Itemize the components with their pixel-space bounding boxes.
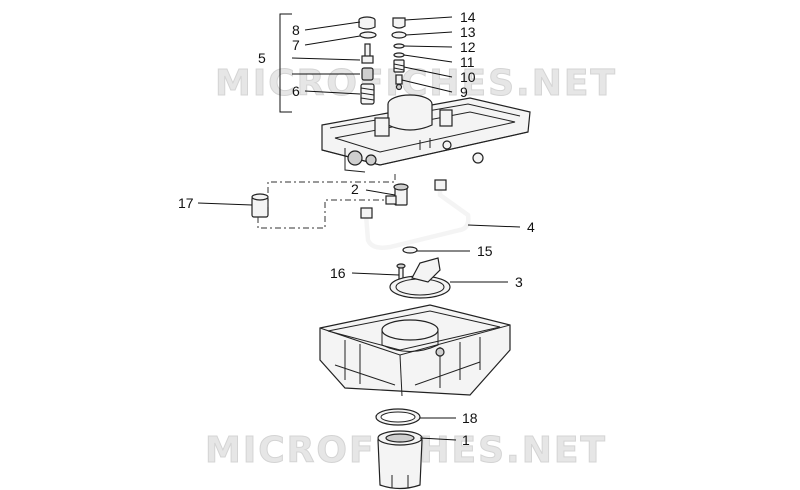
callout-14: 14 xyxy=(460,9,476,25)
callout-11: 11 xyxy=(460,54,475,70)
callout-4: 4 xyxy=(527,219,535,235)
callout-7: 7 xyxy=(292,37,300,53)
callout-10: 10 xyxy=(460,69,476,85)
callout-1: 1 xyxy=(462,432,470,448)
group-5-bracket xyxy=(279,13,292,113)
oil-sump xyxy=(319,304,511,397)
callout-labels: 8 7 5 6 14 13 12 11 10 9 17 2 4 15 16 3 … xyxy=(178,9,535,448)
part-14-plug xyxy=(392,17,406,29)
callout-8: 8 xyxy=(292,22,300,38)
callout-13: 13 xyxy=(460,24,476,40)
callout-16: 16 xyxy=(330,265,346,281)
callout-6: 6 xyxy=(292,83,300,99)
guide-line-17 xyxy=(257,172,396,229)
part-2-fitting xyxy=(385,183,409,206)
part-9-ball-valve xyxy=(395,74,403,91)
callout-2: 2 xyxy=(351,181,359,197)
part-10-spring xyxy=(393,59,405,73)
part-3-strainer xyxy=(389,257,451,299)
callout-5: 5 xyxy=(258,50,266,66)
part-5-valve-pin xyxy=(361,43,374,64)
part-5-valve-sleeve xyxy=(361,67,374,81)
callout-9: 9 xyxy=(460,84,468,100)
part-12-ring xyxy=(393,43,405,49)
part-11-ring xyxy=(393,52,405,58)
part-6-spring xyxy=(360,83,375,105)
callout-12: 12 xyxy=(460,39,476,55)
part-1-oil-filter xyxy=(377,430,423,490)
callout-15: 15 xyxy=(477,243,493,259)
part-7-washer xyxy=(359,31,377,39)
callout-18: 18 xyxy=(462,410,478,426)
upper-plate xyxy=(321,94,531,173)
part-17-bushing xyxy=(251,193,269,218)
callout-17: 17 xyxy=(178,195,194,211)
part-15-o-ring xyxy=(402,246,418,254)
leader-lines xyxy=(197,16,521,441)
callout-3: 3 xyxy=(515,274,523,290)
part-4-oil-pipe xyxy=(360,179,471,250)
part-18-gasket xyxy=(375,408,421,426)
part-13-washer xyxy=(391,31,407,39)
part-8-plug xyxy=(358,16,376,30)
